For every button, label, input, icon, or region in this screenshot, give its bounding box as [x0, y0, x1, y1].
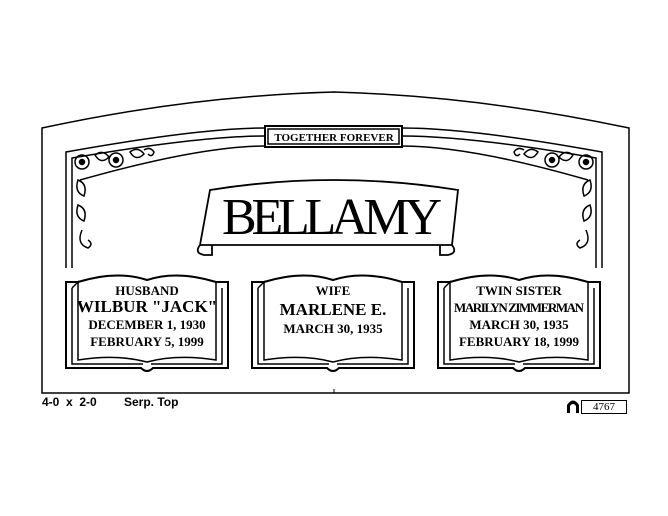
panel-line: WILBUR "JACK"	[77, 297, 217, 316]
panel-line: WIFE	[316, 283, 351, 298]
panel-line: FEBRUARY 18, 1999	[459, 334, 580, 349]
panel-line: MARILYN ZIMMERMAN	[454, 300, 585, 315]
arch-frame	[65, 125, 603, 268]
family-name: BELLAMY	[222, 189, 442, 246]
name-banner	[196, 179, 459, 256]
company-logo-icon	[567, 400, 579, 413]
panel-line: FEBRUARY 5, 1999	[90, 334, 204, 349]
book-panel: WIFE MARLENE E. MARCH 30, 1935	[251, 274, 415, 372]
style-label: Serp. Top	[124, 395, 179, 409]
design-number: 4767	[581, 400, 627, 414]
floral-ornament-right-icon	[513, 147, 594, 249]
floral-ornament-left-icon	[74, 147, 155, 249]
panel-line: TWIN SISTER	[476, 283, 562, 298]
stone-outline	[41, 91, 630, 394]
size-label: 4-0 x 2-0	[42, 395, 97, 409]
motto-text: TOGETHER FOREVER	[274, 132, 394, 144]
panel-line: MARCH 30, 1935	[283, 321, 383, 336]
panel-line: HUSBAND	[115, 283, 179, 298]
book-panel: TWIN SISTER MARILYN ZIMMERMAN MARCH 30, 19…	[437, 274, 601, 372]
panel-line: MARCH 30, 1935	[469, 317, 569, 332]
panel-line: MARLENE E.	[280, 300, 387, 319]
panel-line: DECEMBER 1, 1930	[88, 317, 205, 332]
